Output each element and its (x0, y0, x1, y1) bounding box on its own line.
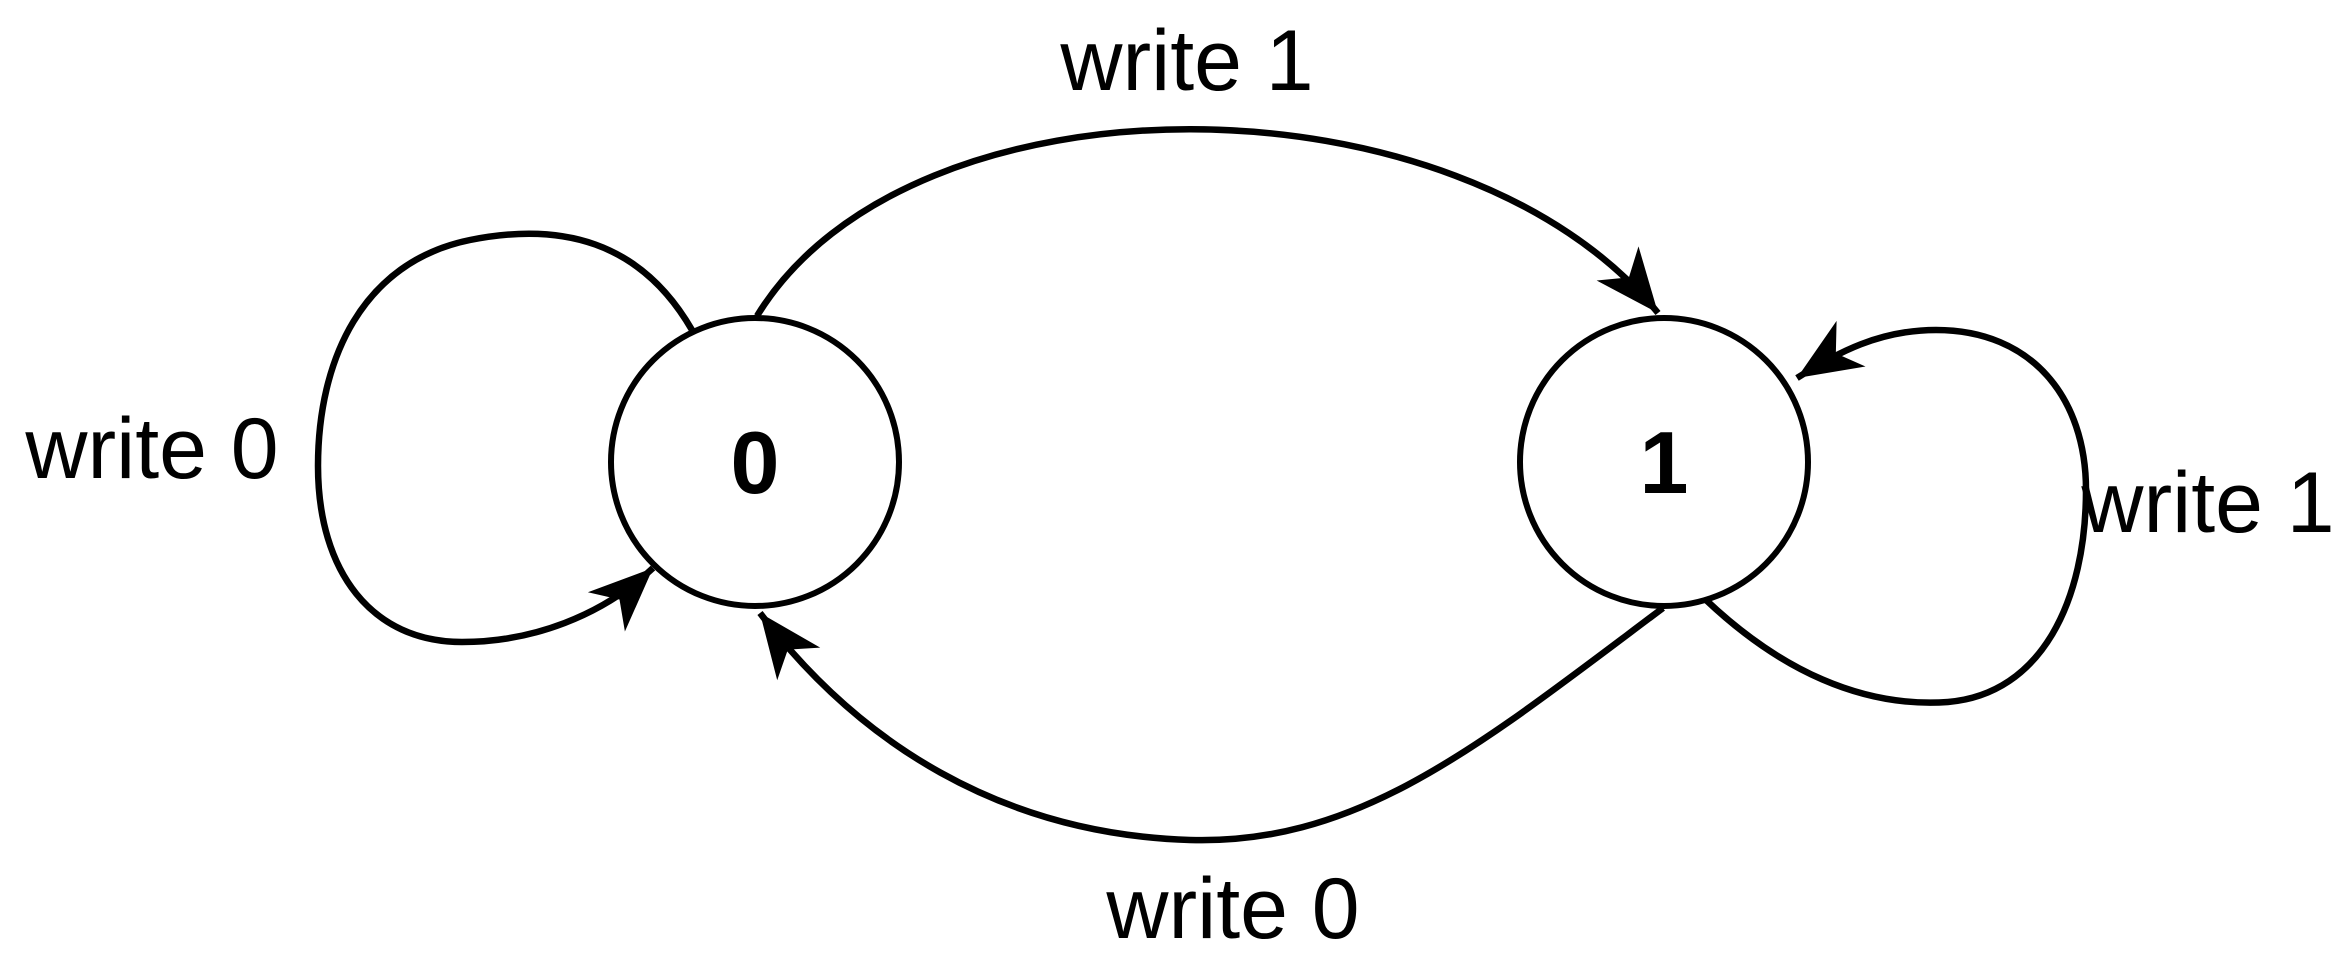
diagram-labels: 0 1 write 1 write 0 write 0 write 1 (24, 13, 2334, 957)
state-0-circle (608, 315, 902, 609)
state-0-label: 0 (731, 413, 780, 512)
transition-label-write-0-left: write 0 (24, 401, 278, 497)
transition-edges (314, 126, 2090, 844)
transition-label-write-0-bottom: write 0 (1105, 861, 1359, 957)
state-1-circle (1517, 315, 1811, 609)
transition-0-to-1-arc (754, 126, 1661, 318)
transition-0-self-loop (314, 230, 695, 646)
transition-label-write-1-top: write 1 (1059, 13, 1313, 109)
state-1-label: 1 (1640, 413, 1689, 512)
transition-label-write-1-right: write 1 (2080, 455, 2334, 551)
transition-1-self-loop (1703, 320, 2090, 706)
transition-1-to-0-arc (757, 605, 1665, 844)
state-nodes (608, 315, 1811, 609)
